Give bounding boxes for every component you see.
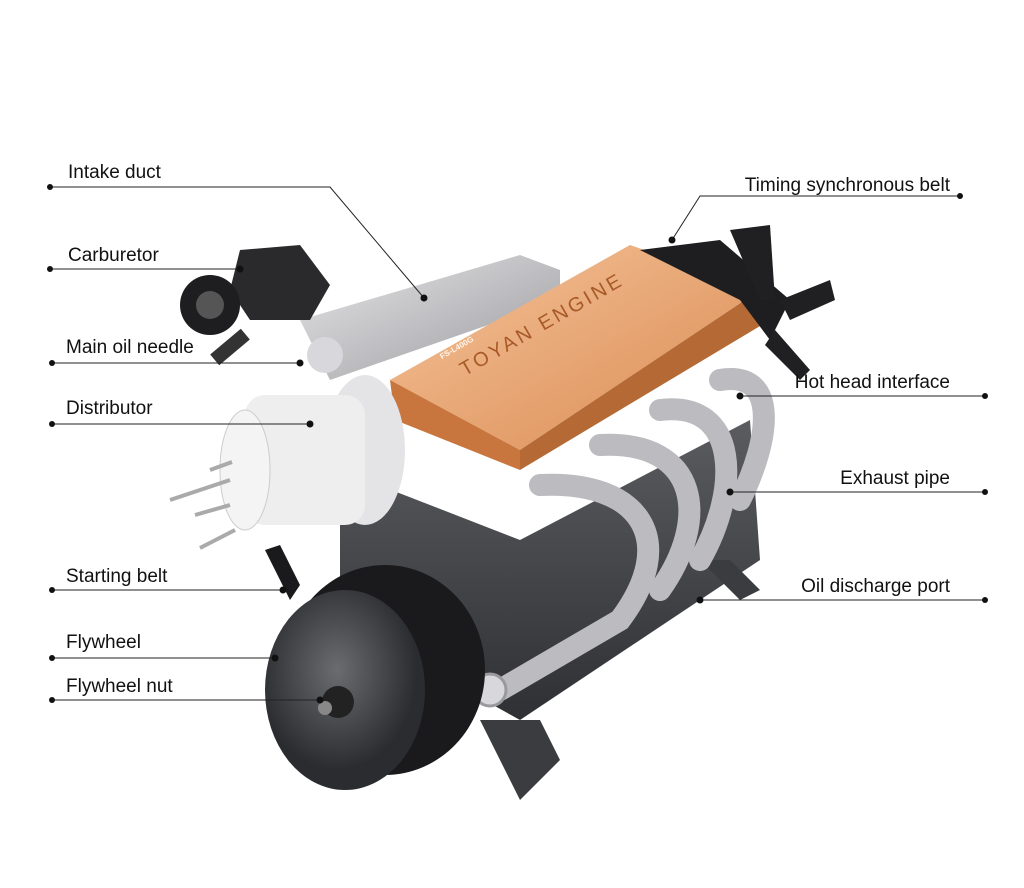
label-intake-duct: Intake duct xyxy=(68,162,161,183)
leader-lines xyxy=(50,186,985,701)
intake-duct-shape xyxy=(300,255,560,380)
timing-belt-fan xyxy=(640,225,835,380)
carburetor-shape xyxy=(180,245,343,373)
starting-belt-shape xyxy=(265,545,300,600)
label-starting-belt: Starting belt xyxy=(66,566,168,587)
label-distributor: Distributor xyxy=(66,398,153,419)
cylinder-head: TOYAN ENGINE FS-L400G xyxy=(390,245,770,470)
label-flywheel-nut: Flywheel nut xyxy=(66,676,173,697)
leader-dots xyxy=(47,184,988,704)
label-main-oil-needle: Main oil needle xyxy=(66,337,194,358)
label-carburetor: Carburetor xyxy=(68,245,159,266)
distributor-shape xyxy=(169,375,405,550)
label-hot-head-interface: Hot head interface xyxy=(794,372,950,393)
label-exhaust-pipe: Exhaust pipe xyxy=(840,468,950,489)
exhaust-pipes xyxy=(489,368,775,701)
label-timing-synchronous-belt: Timing synchronous belt xyxy=(744,175,950,196)
flywheel-shape xyxy=(265,565,485,790)
label-oil-discharge-port: Oil discharge port xyxy=(801,576,950,597)
label-flywheel: Flywheel xyxy=(66,632,141,653)
